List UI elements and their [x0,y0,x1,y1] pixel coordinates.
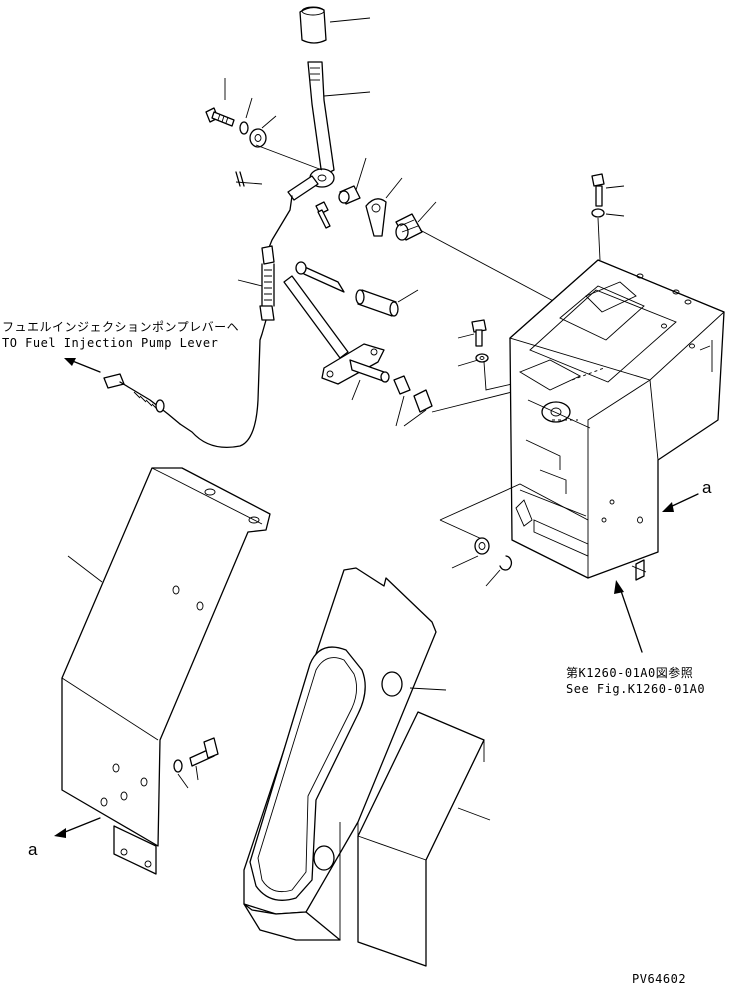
linkage-nuts [393,375,513,427]
arrow-a-right [662,493,699,512]
reference-label-jp: 第K1260-01A0図参照 [566,666,694,680]
bushing-cluster [338,157,605,329]
fuel-pump-arrow [64,358,101,373]
bolt-washer-top-right [591,173,625,261]
leader-lines [631,565,647,573]
reference-label-en: See Fig.K1260-01A0 [566,682,706,696]
lower-washers [451,537,513,587]
bolt-washer-mid [457,319,513,391]
control-rod [283,261,390,401]
callout-a-right: a [702,478,712,497]
left-cover-panel [61,467,271,875]
bolt-washer-set [205,78,323,171]
center-floor-panel [243,567,447,941]
drawing-id: PV64602 [632,972,687,986]
right-box-cover [357,711,491,967]
lever-knob [299,6,371,44]
callout-a-left: a [28,840,38,859]
fuel-pump-label-jp: フュエルインジェクションポンプレバーヘ [2,320,240,334]
control-box-housing [509,259,725,581]
cotter-pin [235,171,263,187]
fuel-pump-label-en: TO Fuel Injection Pump Lever [2,336,219,350]
reference-pointer [614,580,643,653]
control-lever [287,61,371,201]
throttle-cable [103,195,293,449]
assembly-guides [439,367,605,541]
small-bolt [315,201,331,229]
panel-bolt-washer [173,737,219,789]
pin-cylinder [355,289,419,317]
arrow-a-left [54,817,101,838]
